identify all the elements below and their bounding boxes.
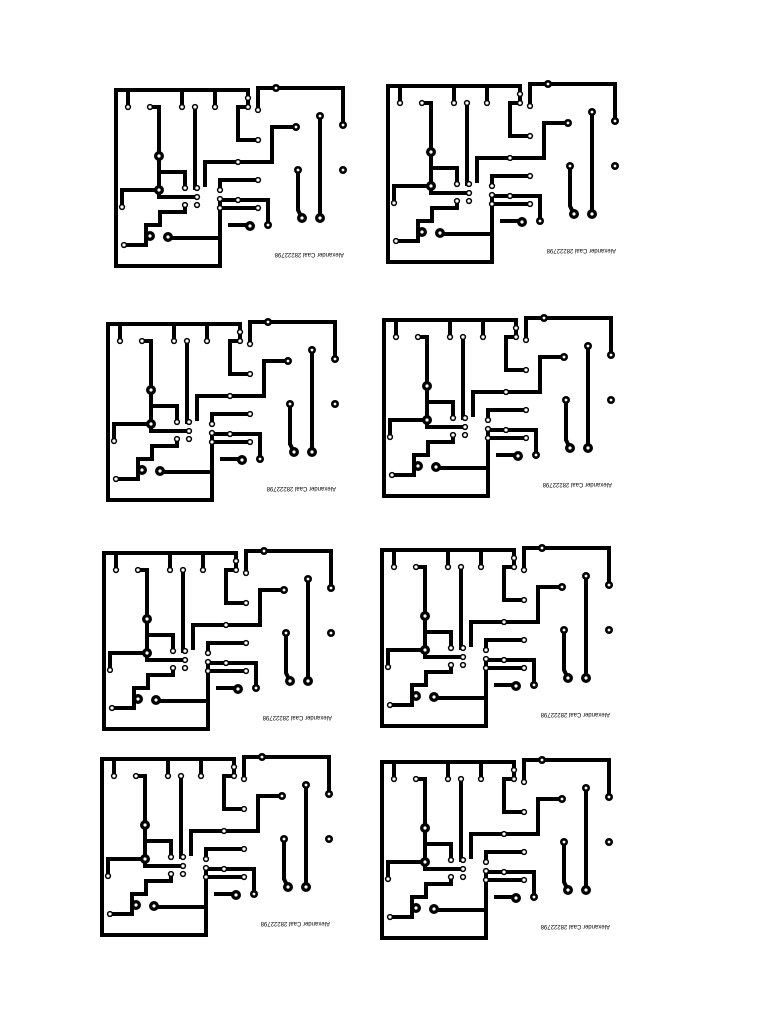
pcb-board: Alexander Caal 28222798 (380, 754, 615, 940)
board-label: Alexander Caal 28222798 (542, 481, 612, 487)
pcb-board: Alexander Caal 28222798 (380, 542, 615, 728)
pcb-board: Alexander Caal 28222798 (106, 316, 341, 502)
pcb-board: Alexander Caal 28222798 (100, 751, 335, 937)
board-label: Alexander Caal 28222798 (274, 251, 344, 257)
board-label: Alexander Caal 28222798 (266, 485, 336, 491)
pcb-board: Alexander Caal 28222798 (114, 82, 349, 268)
board-label: Alexander Caal 28222798 (546, 247, 616, 253)
pcb-board: Alexander Caal 28222798 (382, 312, 617, 498)
board-label: Alexander Caal 28222798 (540, 711, 610, 717)
pcb-board: Alexander Caal 28222798 (102, 545, 337, 731)
board-label: Alexander Caal 28222798 (262, 714, 332, 720)
pcb-board: Alexander Caal 28222798 (386, 78, 621, 264)
board-label: Alexander Caal 28222798 (260, 920, 330, 926)
board-label: Alexander Caal 28222798 (540, 923, 610, 929)
